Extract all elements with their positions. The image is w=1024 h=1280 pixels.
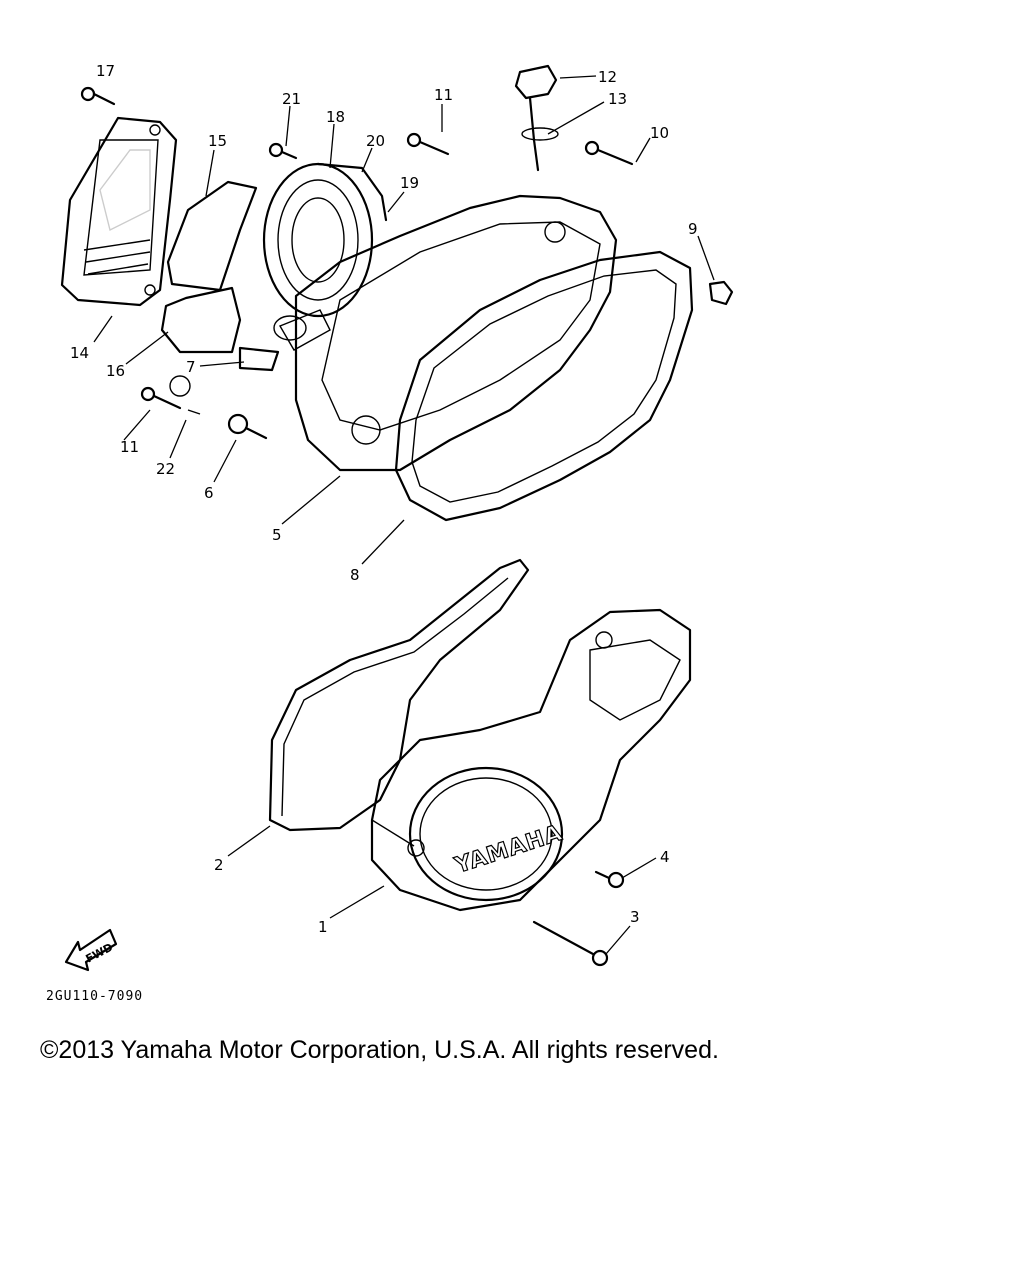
bolt-21 (268, 142, 298, 160)
part-6-plug (227, 413, 268, 440)
label-13: 13 (608, 90, 627, 108)
bolt-3 (532, 920, 609, 967)
label-21: 21 (282, 90, 301, 108)
part-9-plug (708, 280, 734, 306)
label-9: 9 (688, 220, 698, 238)
label-2: 2 (214, 856, 224, 874)
part-5-crankcase-cover (273, 194, 618, 472)
label-11-left: 11 (120, 438, 139, 456)
part-22-clip (169, 375, 201, 415)
bolt-17 (80, 86, 116, 106)
part-18-housing (262, 162, 388, 318)
label-20: 20 (366, 132, 385, 150)
label-7: 7 (186, 358, 196, 376)
part-number-labels: 17 21 18 20 19 15 11 12 13 10 9 14 16 7 … (70, 62, 698, 936)
label-3: 3 (630, 908, 640, 926)
bolt-11-left (140, 386, 182, 410)
part-2-gasket (268, 558, 530, 832)
label-4: 4 (660, 848, 670, 866)
label-14: 14 (70, 344, 89, 362)
fwd-arrow-icon: FWD (64, 928, 118, 972)
label-12: 12 (598, 68, 617, 86)
label-15: 15 (208, 132, 227, 150)
part-16-filter-element (160, 286, 242, 354)
label-5: 5 (272, 526, 282, 544)
part-12-13-dipstick (514, 64, 559, 172)
bolt-11-top (406, 132, 450, 156)
label-1: 1 (318, 918, 328, 936)
part-1-cover (370, 608, 692, 912)
label-11-top: 11 (434, 86, 453, 104)
part-14-outer-cover (60, 116, 178, 307)
diagram-code: 2GU110-7090 (46, 989, 143, 1004)
label-6: 6 (204, 484, 214, 502)
exploded-parts-diagram: YAMAHA 17 21 18 20 19 15 11 12 (46, 62, 734, 1004)
copyright-notice: ©2013 Yamaha Motor Corporation, U.S.A. A… (40, 1036, 719, 1064)
label-19: 19 (400, 174, 419, 192)
label-10: 10 (650, 124, 669, 142)
part-7-pad (238, 346, 280, 372)
label-16: 16 (106, 362, 125, 380)
label-18: 18 (326, 108, 345, 126)
part-8-gasket (394, 250, 694, 522)
part-15-filter-plate (166, 180, 258, 292)
label-8: 8 (350, 566, 360, 584)
bolt-10 (584, 140, 634, 166)
label-22: 22 (156, 460, 175, 478)
bolt-4 (594, 870, 625, 889)
leader-lines (93, 75, 715, 955)
label-17: 17 (96, 62, 115, 80)
